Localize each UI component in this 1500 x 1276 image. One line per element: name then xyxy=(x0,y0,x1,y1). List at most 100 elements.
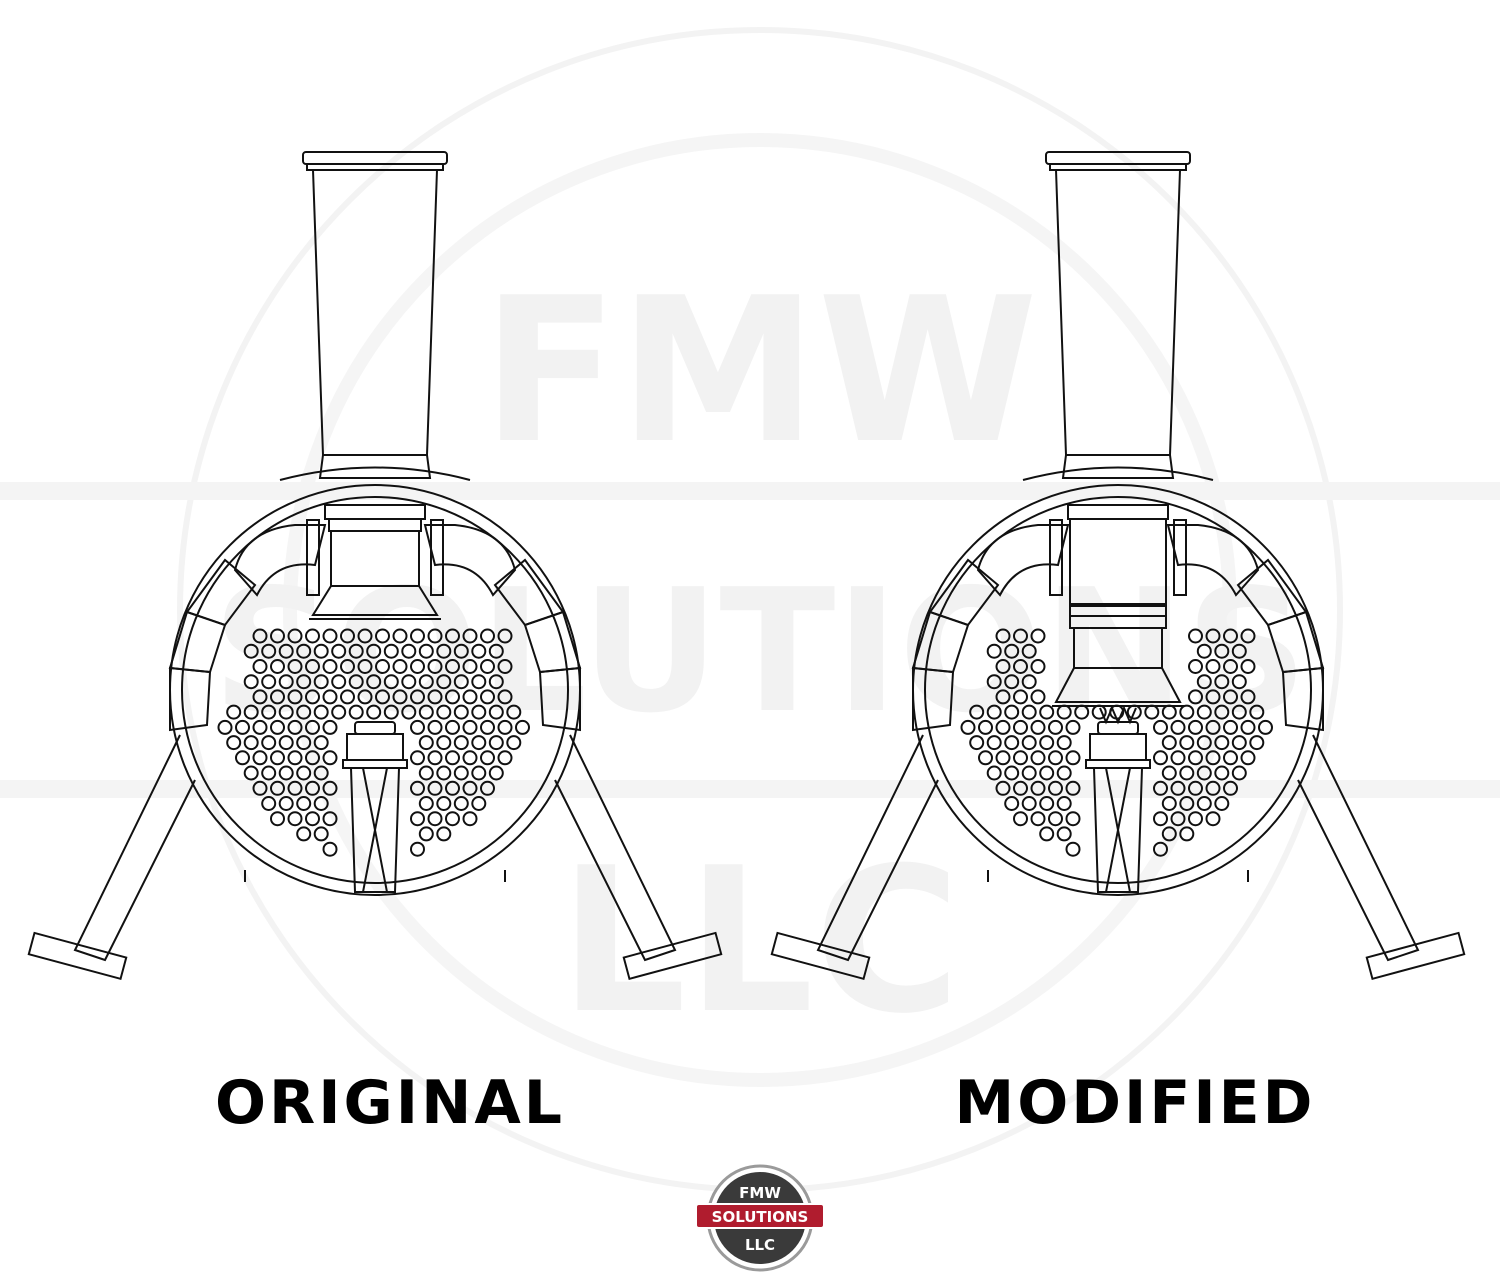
tube-hole xyxy=(1013,811,1028,827)
tube-hole xyxy=(515,719,530,735)
tube-hole xyxy=(1170,811,1186,827)
tube-hole xyxy=(488,674,504,690)
tube-hole xyxy=(1021,643,1037,659)
tube-hole xyxy=(436,704,452,720)
tube-hole xyxy=(488,765,504,781)
tube-hole xyxy=(322,719,338,735)
tube-hole xyxy=(418,826,434,842)
elbow-left xyxy=(233,519,327,597)
tube-hole xyxy=(366,704,382,720)
tube-hole xyxy=(1205,780,1221,796)
tube-hole xyxy=(296,765,312,781)
tube-hole xyxy=(1188,780,1203,796)
exhaust-stack xyxy=(302,151,448,479)
tube-hole xyxy=(278,735,294,751)
tube-hole xyxy=(445,750,460,766)
shell-inner xyxy=(924,496,1312,884)
tube-hole xyxy=(1030,659,1046,674)
tube-hole xyxy=(462,628,478,644)
tube-hole xyxy=(366,643,382,659)
tube-hole xyxy=(1013,628,1028,644)
tube-hole xyxy=(1223,750,1238,766)
tube-hole xyxy=(313,704,329,720)
tube-hole xyxy=(1056,765,1072,781)
tube-hole xyxy=(252,780,268,796)
logo-line2: SOLUTIONS xyxy=(712,1208,809,1226)
tube-hole xyxy=(1013,659,1028,674)
tube-hole xyxy=(436,826,452,842)
tube-hole xyxy=(278,765,294,781)
tube-hole xyxy=(497,750,513,766)
tube-hole xyxy=(1153,811,1168,827)
tube-hole xyxy=(1004,704,1020,720)
tube-hole xyxy=(410,659,425,674)
tube-hole xyxy=(471,765,487,781)
tube-hole xyxy=(1039,704,1055,720)
tube-field xyxy=(960,628,1273,857)
tube-hole xyxy=(1240,659,1256,674)
tube-hole xyxy=(1030,780,1046,796)
tube-hole xyxy=(331,704,347,720)
tube-hole xyxy=(462,780,478,796)
tube-hole xyxy=(1214,765,1230,781)
tube-hole xyxy=(480,780,495,796)
tube-hole xyxy=(497,659,513,674)
tube-hole xyxy=(270,811,285,827)
caption-modified: MODIFIED xyxy=(954,1068,1316,1138)
tube-hole xyxy=(410,750,425,766)
tube-hole xyxy=(278,704,294,720)
tube-hole xyxy=(1021,674,1037,690)
tube-hole xyxy=(453,704,469,720)
tube-hole xyxy=(1021,765,1037,781)
tube-hole xyxy=(383,643,399,659)
tube-hole xyxy=(1021,704,1037,720)
tube-hole xyxy=(471,735,487,751)
watermark-line1: FMW xyxy=(482,255,1038,488)
tube-hole xyxy=(506,735,522,751)
tube-hole xyxy=(427,659,443,674)
tube-hole xyxy=(436,674,452,690)
tube-hole xyxy=(1004,796,1020,811)
tube-hole xyxy=(410,628,425,644)
tube-hole xyxy=(287,750,303,766)
tube-hole xyxy=(296,796,312,811)
tube-hole xyxy=(1074,704,1090,720)
tube-hole xyxy=(480,719,495,735)
tube-hole xyxy=(366,674,382,690)
tube-hole xyxy=(1188,628,1203,644)
tube-hole xyxy=(252,659,268,674)
tube-hole xyxy=(445,659,460,674)
tube-hole xyxy=(1231,735,1247,751)
watermark-line3: LLC xyxy=(559,825,961,1058)
tube-hole xyxy=(287,811,303,827)
tube-hole xyxy=(1161,765,1177,781)
tube-hole xyxy=(1188,659,1203,674)
tube-hole xyxy=(418,796,434,811)
tube-hole xyxy=(305,689,320,705)
tube-hole xyxy=(1205,628,1221,644)
tube-hole xyxy=(1161,826,1177,842)
tube-hole xyxy=(313,735,329,751)
tube-hole xyxy=(305,628,320,644)
tube-hole xyxy=(995,780,1011,796)
tube-hole xyxy=(287,689,303,705)
tube-hole xyxy=(1039,735,1055,751)
tube-hole xyxy=(462,811,478,827)
tube-hole xyxy=(969,735,985,751)
tube-hole xyxy=(235,750,250,766)
tube-hole xyxy=(1205,750,1221,766)
tube-hole xyxy=(1179,704,1195,720)
tube-hole xyxy=(1030,750,1046,766)
tube-hole xyxy=(462,750,478,766)
tube-hole xyxy=(270,780,285,796)
modified-drawing xyxy=(770,151,1466,981)
tube-hole xyxy=(995,689,1011,705)
tube-hole xyxy=(322,750,338,766)
tube-hole xyxy=(261,735,277,751)
tube-hole xyxy=(383,674,399,690)
tube-hole xyxy=(427,689,443,705)
tube-hole xyxy=(1030,811,1046,827)
tube-hole xyxy=(296,643,312,659)
tube-hole xyxy=(1179,796,1195,811)
